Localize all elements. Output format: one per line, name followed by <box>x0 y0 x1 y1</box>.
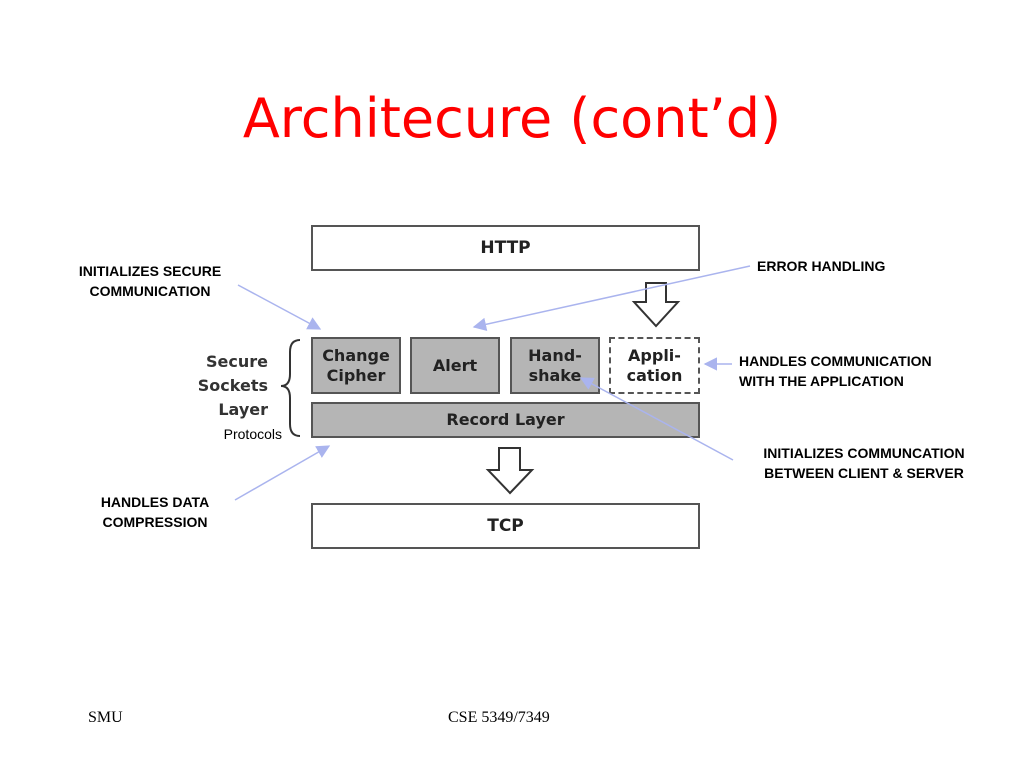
http-layer-label: HTTP <box>480 238 531 258</box>
alert-label: Alert <box>432 355 478 375</box>
footer-left: SMU <box>88 709 123 726</box>
pointer-alert <box>472 265 751 331</box>
annotation-handshake-line-1: INITIALIZES COMMUNCATION <box>763 445 965 461</box>
annotation-application: HANDLES COMMUNICATION WITH THE APPLICATI… <box>739 351 932 391</box>
application-line-2: cation <box>626 365 683 385</box>
handshake-line-2: shake <box>528 365 582 385</box>
protocols-label: Protocols <box>223 426 282 442</box>
annotation-application-line-2: WITH THE APPLICATION <box>739 373 904 389</box>
ssl-label-line-1: Secure <box>206 352 268 371</box>
annotation-record: HANDLES DATA COMPRESSION <box>70 492 240 532</box>
footer-center: CSE 5349/7349 <box>448 709 550 726</box>
handshake-box: Hand- shake <box>510 337 600 394</box>
ssl-brace <box>280 339 301 437</box>
pointer-record <box>234 445 331 501</box>
annotation-record-line-2: COMPRESSION <box>102 514 208 530</box>
annotation-handshake: INITIALIZES COMMUNCATION BETWEEN CLIENT … <box>736 443 992 483</box>
pointer-handshake <box>579 377 734 461</box>
annotation-alert: ERROR HANDLING <box>757 256 885 276</box>
change-cipher-box: Change Cipher <box>311 337 401 394</box>
handshake-line-1: Hand- <box>528 346 582 366</box>
http-layer-box: HTTP <box>311 225 700 271</box>
change-cipher-line-1: Change <box>322 346 390 366</box>
annotation-application-line-1: HANDLES COMMUNICATION <box>739 353 932 369</box>
ssl-label-line-3: Layer <box>218 400 268 419</box>
tcp-layer-label: TCP <box>487 516 524 536</box>
application-box: Appli- cation <box>609 337 700 394</box>
down-arrow-tcp <box>485 447 535 495</box>
ssl-label: Secure Sockets Layer <box>196 350 268 422</box>
annotation-record-line-1: HANDLES DATA <box>100 494 210 510</box>
record-layer-label: Record Layer <box>446 410 565 430</box>
pointer-change-cipher <box>237 284 322 330</box>
annotation-change-cipher-line-2: COMMUNICATION <box>89 283 211 299</box>
annotation-change-cipher: INITIALIZES SECURE COMMUNICATION <box>50 261 250 301</box>
application-line-1: Appli- <box>628 346 681 366</box>
annotation-handshake-line-2: BETWEEN CLIENT & SERVER <box>764 465 964 481</box>
annotation-alert-line-1: ERROR HANDLING <box>757 258 886 274</box>
tcp-layer-box: TCP <box>311 503 700 549</box>
slide-title: Architecure (cont’d) <box>242 87 782 150</box>
down-arrow-http <box>631 282 681 328</box>
change-cipher-line-2: Cipher <box>326 365 386 385</box>
annotation-change-cipher-line-1: INITIALIZES SECURE <box>78 263 222 279</box>
alert-box: Alert <box>410 337 500 394</box>
ssl-label-line-2: Sockets <box>197 376 268 395</box>
